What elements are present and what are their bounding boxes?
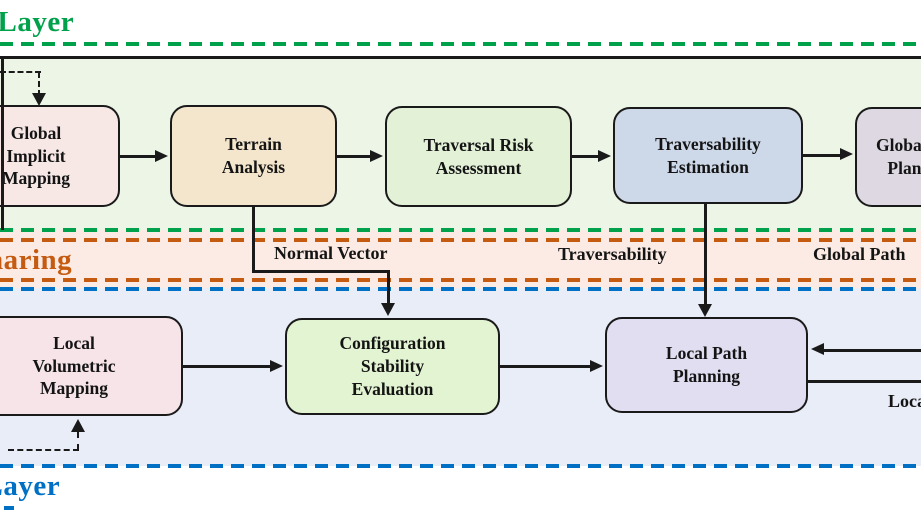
arrow-gim-to-terrain-line bbox=[120, 155, 156, 158]
global-region-top-border bbox=[0, 56, 921, 59]
dashed-arrow-bottom-v bbox=[77, 432, 79, 450]
arrow-terrain-to-cse-v1 bbox=[252, 206, 255, 272]
arrow-gim-to-terrain-head bbox=[155, 150, 168, 162]
data-sharing-top-dash bbox=[0, 238, 921, 242]
global-layer-label: Global Layer bbox=[0, 6, 75, 38]
edge-label-global-path: Global Path bbox=[813, 244, 906, 264]
dash-fragment bbox=[4, 506, 14, 510]
global-region-left-border bbox=[1, 56, 4, 230]
dashed-arrow-bottom-head bbox=[71, 419, 85, 432]
edge-label-traversability: Traversability bbox=[558, 244, 667, 264]
arrow-lvm-to-cse-head bbox=[270, 360, 283, 372]
dashed-arrow-top-head bbox=[32, 93, 46, 106]
arrow-right-into-lpp-head bbox=[811, 343, 824, 355]
arrow-te-to-lpp-head bbox=[698, 304, 712, 317]
arrow-terrain-to-cse-v2 bbox=[387, 270, 390, 305]
node-local-path-planning: Local Path Planning bbox=[605, 317, 808, 413]
arrow-terrain-to-risk-line bbox=[337, 155, 371, 158]
node-traversal-risk-assessment: Traversal Risk Assessment bbox=[385, 106, 572, 207]
node-global-implicit-mapping: Global Implicit Mapping bbox=[0, 105, 120, 207]
arrow-risk-to-traversability-line bbox=[572, 155, 599, 158]
arrow-right-into-lpp-line bbox=[824, 349, 921, 352]
arrow-cse-to-lpp-line bbox=[500, 365, 591, 368]
data-sharing-label: Data Sharing bbox=[0, 244, 73, 276]
dashed-arrow-bottom-h bbox=[8, 449, 79, 451]
node-terrain-analysis: Terrain Analysis bbox=[170, 105, 337, 207]
arrow-te-to-lpp-line bbox=[704, 204, 707, 305]
arrow-cse-to-lpp-head bbox=[590, 360, 603, 372]
node-global-path-planning: Global Path Planning bbox=[855, 107, 921, 207]
arrow-traversability-to-gpp-line bbox=[803, 154, 841, 157]
dashed-arrow-top-h bbox=[0, 71, 41, 73]
node-local-volumetric-mapping: Local Volumetric Mapping bbox=[0, 316, 183, 416]
edge-label-normal-vector: Normal Vector bbox=[274, 243, 388, 263]
arrow-terrain-to-risk-head bbox=[370, 150, 383, 162]
data-sharing-bottom-dash bbox=[0, 278, 921, 282]
arrow-terrain-to-cse-h bbox=[252, 270, 389, 273]
dashed-arrow-top-v bbox=[38, 72, 40, 96]
node-configuration-stability-evaluation: Configuration Stability Evaluation bbox=[285, 318, 500, 415]
arrow-traversability-to-gpp-head bbox=[840, 148, 853, 160]
arrow-lvm-to-cse-line bbox=[183, 365, 271, 368]
local-layer-bottom-dash bbox=[0, 464, 921, 468]
edge-label-local-path: Local Path bbox=[888, 391, 921, 411]
local-layer-label: Local Layer bbox=[0, 470, 61, 502]
global-layer-top-dash bbox=[0, 42, 921, 46]
arrow-terrain-to-cse-head bbox=[381, 303, 395, 316]
arrow-risk-to-traversability-head bbox=[598, 150, 611, 162]
local-layer-top-dash bbox=[0, 287, 921, 291]
global-layer-bottom-dash bbox=[0, 228, 921, 232]
node-traversability-estimation: Traversability Estimation bbox=[613, 107, 803, 204]
line-lpp-output-right bbox=[808, 380, 921, 383]
